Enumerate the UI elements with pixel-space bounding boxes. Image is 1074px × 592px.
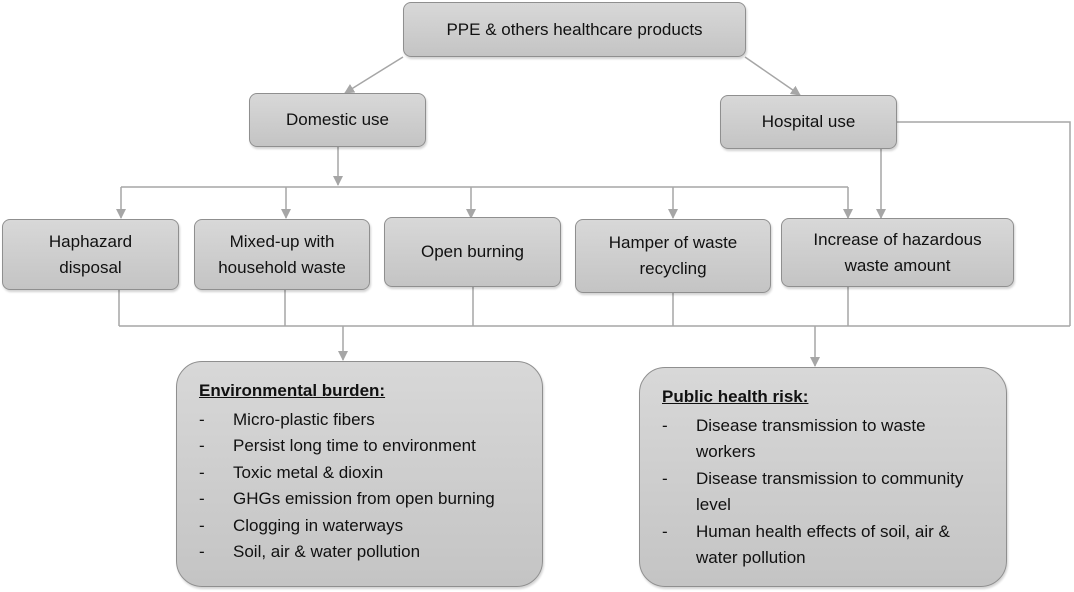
public-health-risk-list: -Disease transmission to waste workers -…: [662, 413, 986, 572]
ppe-products-box: PPE & others healthcare products: [403, 2, 746, 57]
hospital-use-label: Hospital use: [761, 112, 856, 131]
list-item: -GHGs emission from open burning: [199, 489, 495, 508]
haphazard-disposal-label: Haphazard disposal: [48, 231, 133, 277]
hamper-recycling-label: Hamper of waste recycling: [608, 233, 738, 278]
domestic-use-label: Domestic use: [286, 110, 389, 129]
mixed-household-label: Mixed-up with household waste: [218, 231, 346, 277]
mixed-household-box: Mixed-up with household waste: [194, 219, 370, 290]
hospital-side-line: [897, 121, 1071, 326]
environmental-burden-heading: Environmental burden:: [199, 381, 386, 400]
haphazard-disposal-box: Haphazard disposal: [2, 219, 179, 290]
list-item: -Clogging in waterways: [199, 515, 404, 535]
arrow-top-to-domestic: [344, 56, 404, 94]
hospital-use-box: Hospital use: [720, 95, 897, 149]
domestic-use-box: Domestic use: [249, 93, 426, 147]
list-item: -Toxic metal & dioxin: [199, 462, 384, 482]
hamper-recycling-box: Hamper of waste recycling: [575, 219, 771, 293]
list-item: -Soil, air & water pollution: [199, 542, 421, 561]
open-burning-label: Open burning: [420, 242, 525, 261]
environmental-burden-box: Environmental burden: -Micro-plastic fib…: [176, 361, 543, 587]
list-item: -Micro-plastic fibers: [199, 409, 375, 429]
hazardous-waste-label: Increase of hazardous waste amount: [813, 229, 982, 275]
environmental-burden-list: -Micro-plastic fibers -Persist long time…: [199, 407, 522, 566]
list-item: -Disease transmission to waste workers: [662, 415, 926, 462]
public-health-risk-heading: Public health risk:: [662, 387, 809, 406]
ppe-products-label: PPE & others healthcare products: [446, 19, 703, 39]
open-burning-box: Open burning: [384, 217, 561, 287]
list-item: -Persist long time to environment: [199, 436, 476, 455]
public-health-risk-box: Public health risk: -Disease transmissio…: [639, 367, 1007, 587]
hazardous-waste-box: Increase of hazardous waste amount: [781, 218, 1014, 287]
arrow-top-to-hospital: [744, 56, 801, 96]
list-item: -Human health effects of soil, air & wat…: [662, 521, 950, 568]
list-item: -Disease transmission to community level: [662, 468, 964, 515]
